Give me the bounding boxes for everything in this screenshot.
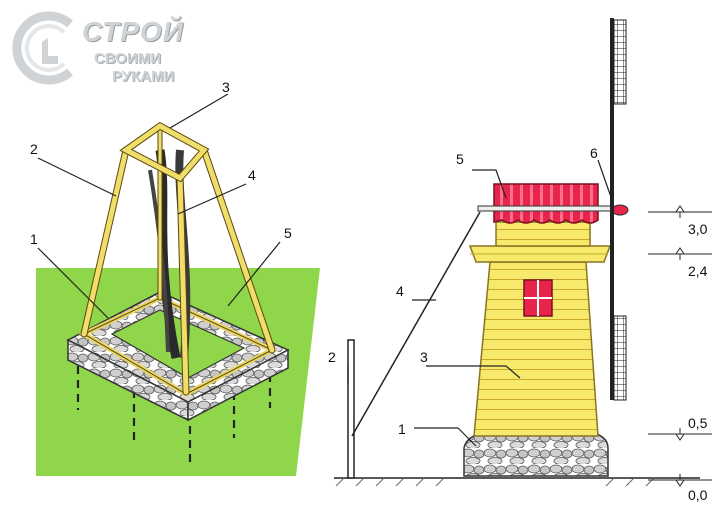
left-label-3: 3 <box>222 79 230 95</box>
top-cabin <box>495 221 591 247</box>
logo-subtitle-1: СВОИМИ <box>94 50 162 67</box>
right-label-5: 5 <box>456 151 464 167</box>
anchor-stake <box>347 339 355 479</box>
left-label-1: 1 <box>30 231 38 247</box>
frame-legs <box>80 123 276 396</box>
logo-subtitle-2: РУКАМИ <box>112 68 175 85</box>
site-logo: СТРОЙ СВОИМИ РУКАМИ <box>8 8 198 98</box>
right-leaders <box>347 159 613 447</box>
level-label-2-4: 2,4 <box>688 263 708 279</box>
logo-emblem-icon <box>12 11 73 85</box>
level-markers <box>648 205 712 487</box>
right-label-1: 1 <box>398 421 406 437</box>
right-label-6: 6 <box>590 145 598 161</box>
upper-sail <box>613 19 627 105</box>
roof <box>493 183 599 224</box>
tower-window <box>523 279 553 317</box>
hub <box>611 204 629 216</box>
lower-sail <box>613 315 627 401</box>
right-label-2: 2 <box>328 349 336 365</box>
axle <box>477 205 613 212</box>
right-label-3: 3 <box>420 349 428 365</box>
left-label-4: 4 <box>248 167 256 183</box>
level-label-0-0: 0,0 <box>688 487 708 503</box>
level-label-3-0: 3,0 <box>688 221 708 237</box>
guy-wire <box>351 211 481 437</box>
left-leaders <box>37 93 281 319</box>
left-label-2: 2 <box>30 141 38 157</box>
top-frame <box>119 121 210 183</box>
level-label-0-5: 0,5 <box>688 415 708 431</box>
ground-hatch <box>335 477 655 487</box>
logo-title: СТРОЙ <box>82 16 184 47</box>
left-label-5: 5 <box>284 225 292 241</box>
sail-mast <box>610 18 614 400</box>
right-label-4: 4 <box>396 283 404 299</box>
stone-base <box>463 431 609 477</box>
